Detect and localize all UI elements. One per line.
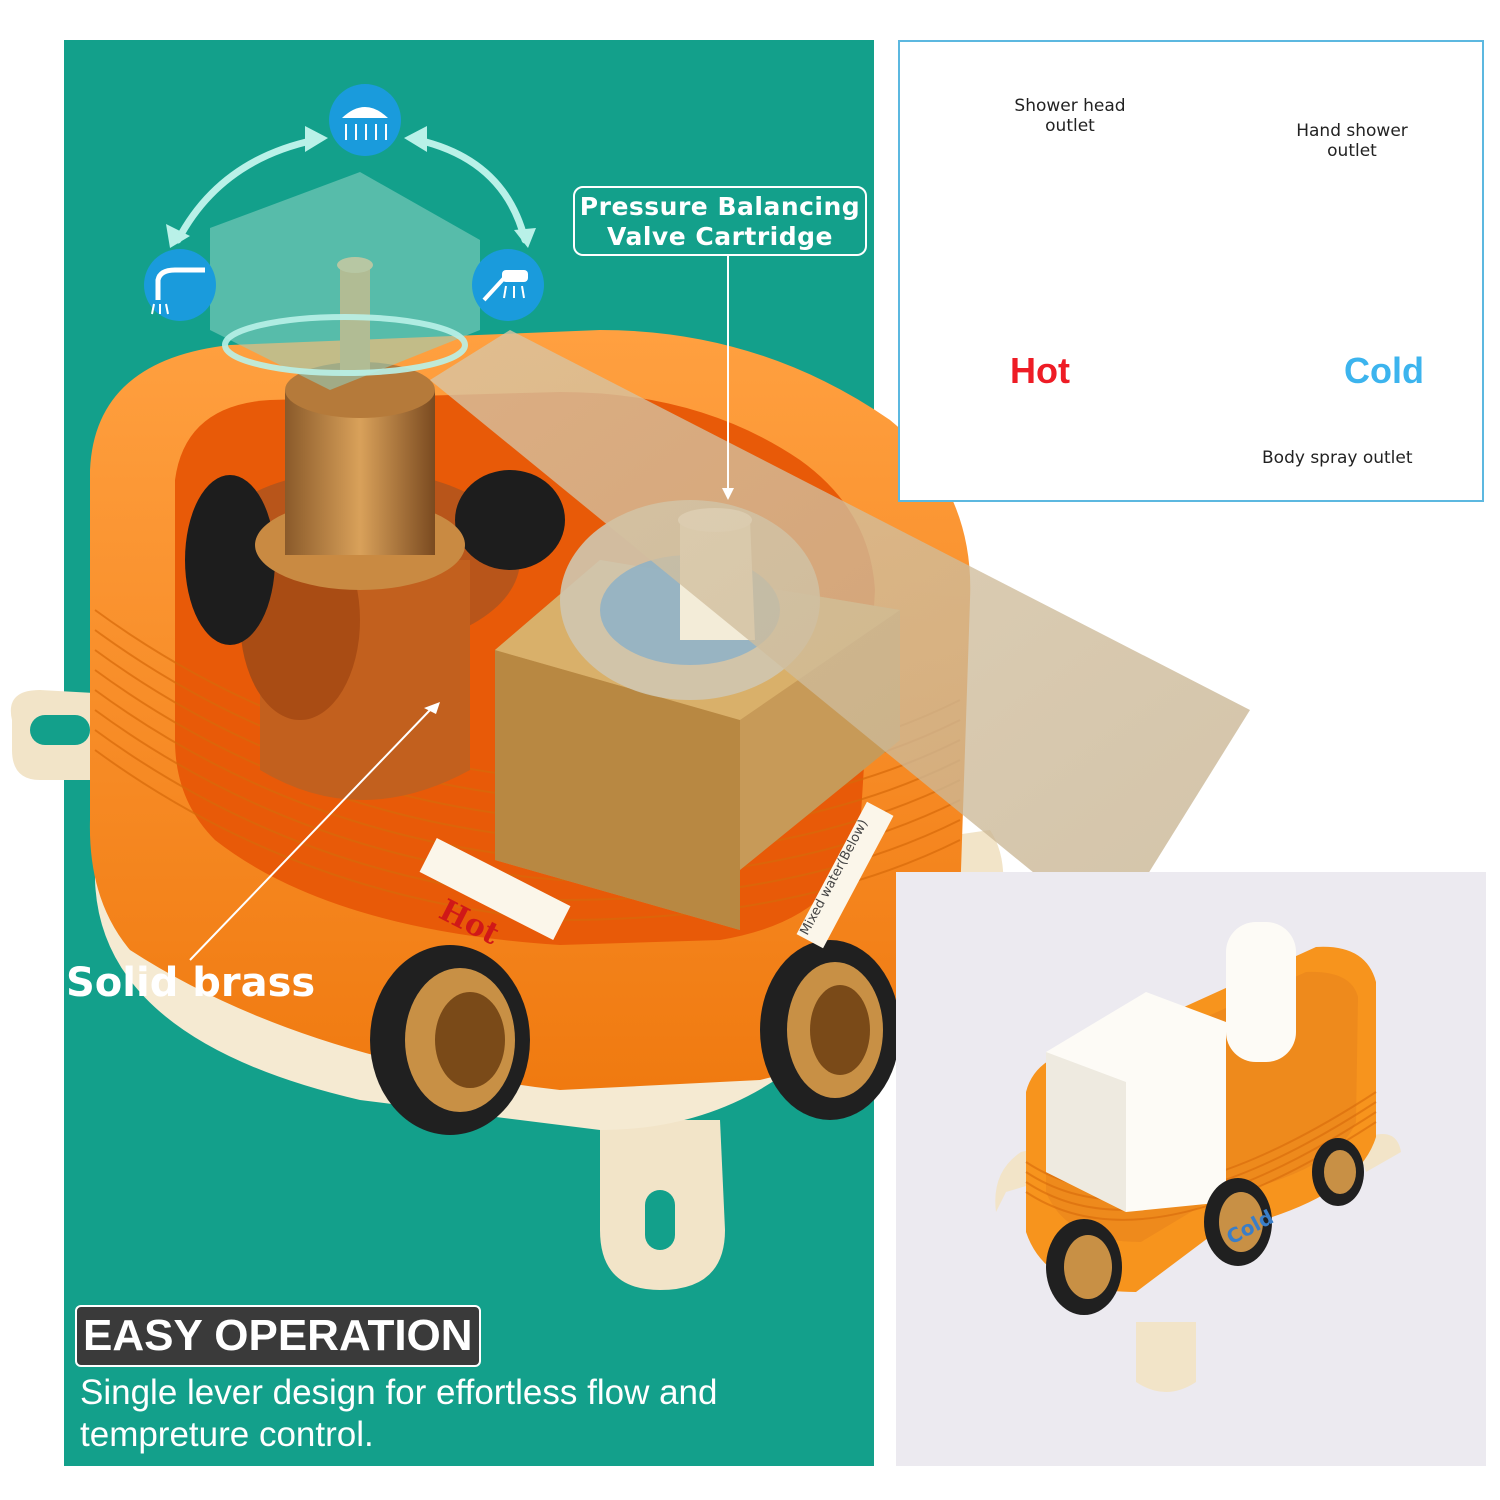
- hot-label: Hot: [1010, 350, 1070, 391]
- feature-title: EASY OPERATION: [75, 1305, 481, 1367]
- outlet-ports: [370, 940, 900, 1135]
- product-photo: [896, 872, 1486, 1466]
- shower-head-icon: [329, 84, 401, 156]
- rotation-arrows: [174, 136, 529, 244]
- shower-head-outlet-label: Shower head outlet: [1014, 96, 1126, 136]
- diagram-frame: [898, 40, 1484, 502]
- hand-shower-outlet-label: Hand shower outlet: [1296, 121, 1408, 161]
- body-spray-icon: [144, 249, 216, 321]
- cold-label: Cold: [1344, 350, 1424, 391]
- solid-brass-label: Solid brass: [66, 960, 316, 1006]
- cover-plate: [430, 330, 1250, 935]
- callout-line-1: Pressure Balancing: [579, 192, 861, 221]
- body-spray-outlet-label: Body spray outlet: [1262, 448, 1413, 468]
- hand-shower-icon: [472, 249, 544, 321]
- feature-description: Single lever design for effortless flow …: [80, 1373, 718, 1454]
- cartridge-callout: Pressure Balancing Valve Cartridge: [573, 186, 867, 256]
- callout-line-2: Valve Cartridge: [606, 222, 834, 251]
